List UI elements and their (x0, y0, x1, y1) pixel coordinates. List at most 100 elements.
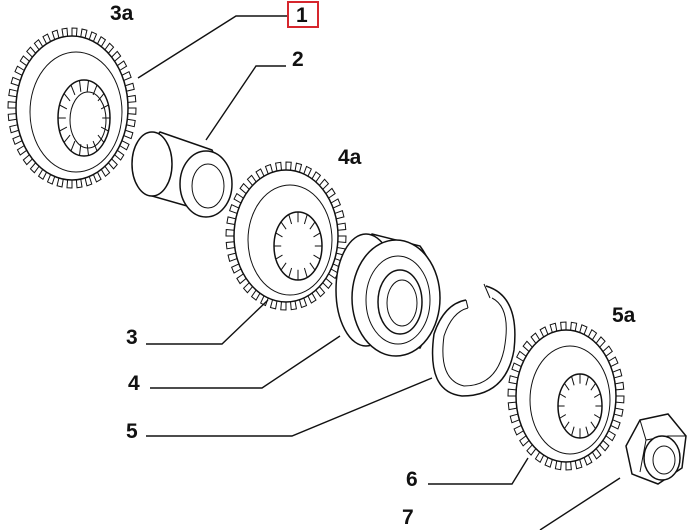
gear-tooth (250, 289, 261, 301)
spline-groove (86, 80, 90, 92)
gear-tooth (71, 27, 78, 37)
gear-tooth (100, 165, 111, 177)
gear-tooth (570, 321, 578, 332)
gear-tooth (46, 174, 56, 185)
gear-tooth (66, 179, 73, 189)
gear-tooth (587, 329, 598, 341)
gear-tooth (509, 413, 520, 424)
spline-groove (309, 262, 316, 271)
gear-tooth (599, 440, 610, 452)
spline-groove (571, 426, 575, 436)
gear-tooth (608, 356, 619, 368)
spline-groove (100, 126, 109, 132)
gear-tooth (579, 324, 588, 335)
spline-groove (590, 421, 596, 429)
gear-tooth (330, 198, 342, 209)
nut-7[interactable] (625, 413, 687, 485)
spline-groove (303, 214, 308, 225)
gear-tooth (583, 454, 593, 466)
spline-groove (92, 84, 98, 96)
spline-groove (303, 267, 308, 278)
gear-4a[interactable] (225, 161, 347, 311)
callout-5a[interactable]: 5a (612, 304, 636, 327)
spline-groove (100, 104, 109, 110)
spline-groove (70, 84, 76, 96)
gear-tooth (519, 435, 530, 447)
gear-tooth (522, 340, 533, 352)
gear-tooth (325, 187, 336, 199)
gear-tooth (92, 171, 102, 183)
spline-groove (559, 414, 567, 419)
gear-tooth (554, 460, 562, 471)
gear-tooth (294, 162, 303, 173)
spline-groove (59, 104, 68, 110)
gear-tooth (334, 210, 345, 220)
callout-6[interactable]: 6 (406, 468, 418, 491)
snap-ring-5[interactable] (431, 283, 516, 397)
gear-tooth (16, 145, 27, 156)
gear-tooth (88, 31, 98, 42)
spline-groove (564, 383, 570, 391)
gear-3a[interactable] (7, 27, 137, 189)
gear-tooth (56, 177, 64, 188)
gear-tooth (33, 39, 44, 51)
gear-tooth (322, 278, 333, 290)
spline-groove (313, 232, 321, 238)
gear-tooth (239, 182, 250, 194)
spline-groove (63, 134, 71, 143)
gear-tooth (117, 60, 128, 71)
gear-tooth (574, 459, 583, 470)
gear-tooth (280, 301, 287, 311)
gear-tooth (26, 46, 37, 58)
callout-4a[interactable]: 4a (338, 146, 362, 169)
callout-3a[interactable]: 3a (110, 2, 134, 25)
gear-tooth (121, 70, 132, 81)
gear-tooth (298, 297, 308, 309)
gear-tooth (225, 229, 235, 237)
gear-tooth (595, 336, 606, 348)
spline-groove (280, 221, 287, 230)
spline-groove (78, 80, 82, 92)
gear-tooth (615, 395, 625, 404)
gear-tooth (242, 282, 253, 294)
gear-tooth (539, 326, 549, 338)
bearing-4[interactable] (335, 233, 441, 357)
gear-tooth (290, 300, 297, 311)
gear-tooth (544, 457, 553, 468)
gear-tooth (613, 407, 624, 417)
gear-tooth (107, 158, 118, 170)
callout-2[interactable]: 2 (292, 48, 304, 71)
spline-groove (593, 393, 601, 398)
gear-5a[interactable] (507, 321, 625, 471)
spline-groove (280, 262, 287, 271)
gear-tooth (7, 113, 17, 122)
gear-tooth (37, 169, 48, 181)
gear-tooth (565, 461, 572, 471)
callout-4[interactable]: 4 (128, 372, 140, 395)
gear-tooth (61, 27, 69, 37)
highlight-box (287, 1, 319, 28)
spline-groove (86, 144, 90, 156)
spline-groove (92, 140, 98, 152)
gear-tooth (513, 424, 524, 436)
spline-groove (571, 376, 575, 386)
callout-3[interactable]: 3 (126, 326, 138, 349)
bushing-2[interactable] (131, 131, 233, 218)
gear-tooth (51, 29, 60, 40)
gear-tooth (516, 350, 527, 362)
spline-groove (559, 393, 567, 398)
gear-tooth (80, 28, 88, 39)
gear-tooth (227, 252, 238, 262)
gear-tooth (126, 118, 136, 128)
callout-1[interactable]: 1 (296, 4, 308, 27)
gear-tooth (12, 135, 23, 146)
callout-5[interactable]: 5 (126, 420, 138, 443)
gear-tooth (255, 168, 265, 180)
spline-groove (585, 376, 589, 386)
gear-tooth (307, 292, 317, 304)
spline-groove (59, 126, 68, 132)
callout-7[interactable]: 7 (402, 506, 414, 529)
gear-tooth (534, 451, 545, 463)
gear-tooth (127, 94, 137, 103)
gear-tooth (104, 42, 115, 54)
